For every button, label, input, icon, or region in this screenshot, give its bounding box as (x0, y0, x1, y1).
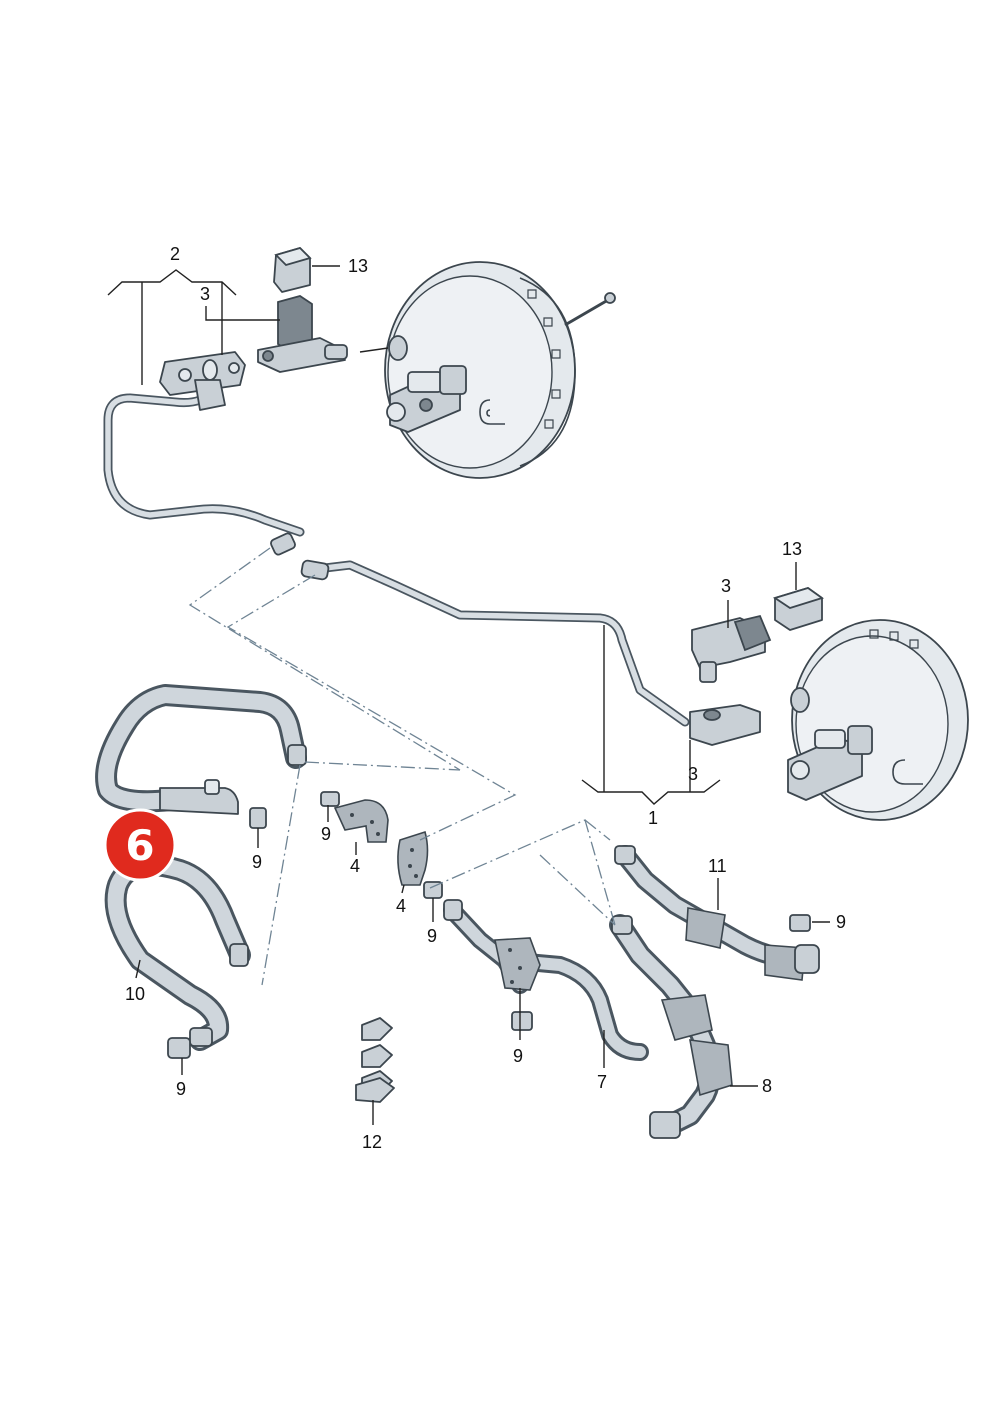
part-8-hose (609, 914, 733, 1139)
callout-9-f: 9 (513, 1046, 523, 1066)
clamp-9-a (249, 807, 267, 829)
callout-13-top: 13 (348, 256, 368, 276)
brake-booster-lower (787, 619, 969, 821)
callout-9-a: 9 (252, 852, 262, 872)
master-cylinder-lower (787, 725, 873, 801)
callout-3-right: 3 (721, 576, 731, 596)
part-13-cap-upper (273, 246, 312, 293)
highlight-badge-6[interactable]: 6 (103, 808, 177, 882)
clamp-9-d (789, 914, 811, 932)
part-12-clips (355, 1017, 395, 1103)
vacuum-pipe-upper (103, 379, 305, 556)
clamp-9-e (167, 1037, 191, 1059)
callout-9-d: 9 (836, 912, 846, 932)
part-7-hose (443, 899, 649, 1061)
callout-9-c: 9 (427, 926, 437, 946)
callout-8: 8 (762, 1076, 772, 1096)
t-connector-right (689, 704, 761, 746)
callout-1: 1 (648, 808, 658, 828)
callout-2: 2 (170, 244, 180, 264)
part-6-hose (95, 684, 307, 815)
callout-13-right: 13 (782, 539, 802, 559)
leader-lines (107, 265, 830, 1125)
part-3-valve-upper (257, 295, 348, 373)
callout-labels: 13 2 3 13 3 3 1 9 9 4 4 9 11 9 10 9 9 7 … (125, 244, 846, 1152)
clamp-9-b (320, 791, 340, 807)
callout-4-a: 4 (350, 856, 360, 876)
callout-3-lower: 3 (688, 764, 698, 784)
callout-12: 12 (362, 1132, 382, 1152)
assembly-dash-lines (188, 547, 616, 986)
part-3-valve-right (691, 614, 772, 683)
part-13-cap-right (772, 587, 824, 631)
clamp-9-f (511, 1011, 533, 1031)
callout-3-top: 3 (200, 284, 210, 304)
vacuum-pipe-main (300, 559, 690, 727)
part-10-hose (104, 854, 251, 1051)
callout-11: 11 (708, 856, 727, 876)
callout-4-b: 4 (396, 896, 406, 916)
part-11-hose (614, 845, 820, 981)
callout-7: 7 (597, 1072, 607, 1092)
part-4-elbow-lower (397, 830, 429, 886)
master-cylinder-upper (386, 365, 467, 433)
part-4-elbow-upper (333, 799, 389, 843)
brake-booster-upper (384, 261, 616, 479)
callout-9-b: 9 (321, 824, 331, 844)
hose-flange-plate (159, 351, 246, 396)
callout-9-e: 9 (176, 1079, 186, 1099)
highlight-badge-label: 6 (125, 821, 154, 870)
callout-10: 10 (125, 984, 145, 1004)
